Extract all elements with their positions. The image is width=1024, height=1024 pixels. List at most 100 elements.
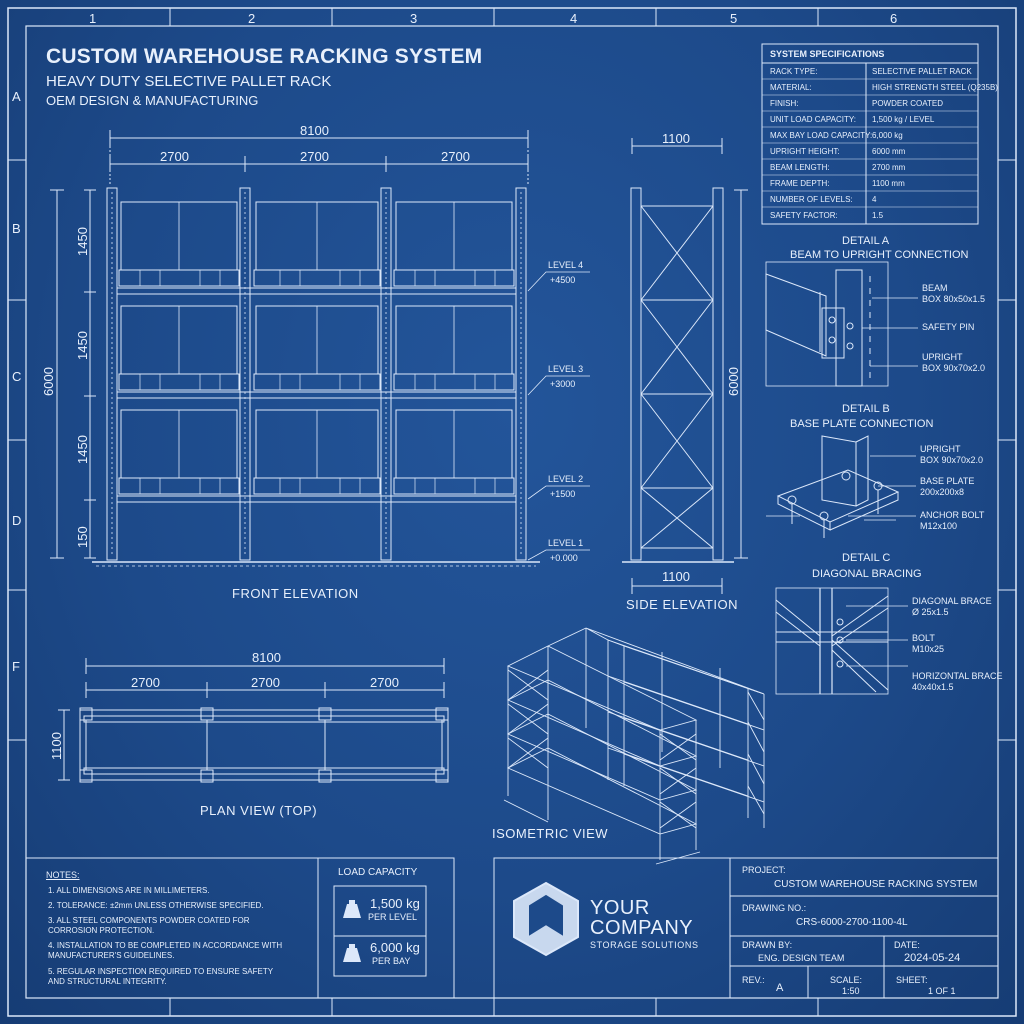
level-3-label: LEVEL 3 <box>548 364 584 374</box>
side-depth-top: 1100 <box>662 131 690 146</box>
plan-bay-dim-3: 2700 <box>370 675 399 690</box>
front-spacing-dim-3: 1450 <box>75 435 90 464</box>
bottom-panels <box>25 857 999 999</box>
spec-key: MAX BAY LOAD CAPACITY: <box>770 131 873 140</box>
spec-value: 1.5 <box>872 211 884 220</box>
plan-view-label: PLAN VIEW (TOP) <box>200 803 318 818</box>
front-elevation-label: FRONT ELEVATION <box>232 586 359 601</box>
rev-label: REV.: <box>742 975 765 985</box>
grid-row-b: B <box>12 221 21 236</box>
side-elevation-drawing <box>622 138 748 594</box>
side-height-dim: 6000 <box>726 367 741 396</box>
logo-line-1: YOUR <box>590 897 650 919</box>
note-2: 2. TOLERANCE: ±2mm UNLESS OTHERWISE SPEC… <box>48 901 264 910</box>
detail-c-horizontal-spec: 40x40x1.5 <box>912 682 954 692</box>
isometric-view-label: ISOMETRIC VIEW <box>492 826 609 841</box>
grid-col-2: 2 <box>248 11 256 26</box>
sheet-value: 1 OF 1 <box>928 986 956 996</box>
level-4-elev: +4500 <box>550 275 576 285</box>
detail-b-drawing <box>766 435 916 538</box>
sheet-label: SHEET: <box>896 975 928 985</box>
detail-b-title: DETAIL B <box>842 403 890 415</box>
detail-a-beam: BEAM <box>922 283 948 293</box>
detail-c-horizontal: HORIZONTAL BRACE <box>912 671 1003 681</box>
detail-c-bolt: BOLT <box>912 633 935 643</box>
spec-value: HIGH STRENGTH STEEL (Q235B) <box>872 83 998 92</box>
spec-key: UPRIGHT HEIGHT: <box>770 147 840 156</box>
rev-value: A <box>776 982 784 994</box>
level-1-label: LEVEL 1 <box>548 538 584 548</box>
detail-b-upright-spec: BOX 90x70x2.0 <box>920 455 984 465</box>
grid-col-1: 1 <box>89 11 97 26</box>
drawing-number-label: DRAWING NO.: <box>742 903 807 913</box>
load-per-bay-value: 6,000 kg <box>370 940 420 955</box>
spec-value: POWDER COATED <box>872 99 943 108</box>
level-2-label: LEVEL 2 <box>548 474 584 484</box>
detail-b-subtitle: BASE PLATE CONNECTION <box>790 418 934 430</box>
load-per-level-unit: PER LEVEL <box>368 912 418 922</box>
load-per-level-value: 1,500 kg <box>370 896 420 911</box>
logo-line-3: STORAGE SOLUTIONS <box>590 940 699 950</box>
spec-key: FINISH: <box>770 99 799 108</box>
spec-value: 6000 mm <box>872 147 906 156</box>
drawn-by-value: ENG. DESIGN TEAM <box>758 953 845 963</box>
grid-col-3: 3 <box>410 11 418 26</box>
detail-c-diagonal: DIAGONAL BRACE <box>912 596 992 606</box>
plan-bay-dim-1: 2700 <box>131 675 160 690</box>
spec-key: RACK TYPE: <box>770 67 818 76</box>
grid-row-f: F <box>12 659 20 674</box>
detail-a-drawing <box>765 261 918 387</box>
front-bay-dim-3: 2700 <box>441 149 470 164</box>
grid-row-c: C <box>12 369 22 384</box>
level-2-elev: +1500 <box>550 489 576 499</box>
spec-key: MATERIAL: <box>770 83 812 92</box>
load-per-bay-unit: PER BAY <box>372 956 411 966</box>
date-value: 2024-05-24 <box>904 952 961 964</box>
scale-value: 1:50 <box>842 986 860 996</box>
spec-value: 2700 mm <box>872 163 906 172</box>
note-1: 1. ALL DIMENSIONS ARE IN MILLIMETERS. <box>48 886 210 895</box>
front-bay-dim-1: 2700 <box>160 149 189 164</box>
drawn-by-label: DRAWN BY: <box>742 940 793 950</box>
drawing-title: CUSTOM WAREHOUSE RACKING SYSTEM <box>46 45 483 68</box>
detail-b-base-plate: BASE PLATE <box>920 476 975 486</box>
front-spacing-dim-4: 150 <box>75 526 90 548</box>
grid-col-6: 6 <box>890 11 898 26</box>
spec-value: 4 <box>872 195 877 204</box>
note-4: 4. INSTALLATION TO BE COMPLETED IN ACCOR… <box>48 941 283 960</box>
note-5: 5. REGULAR INSPECTION REQUIRED TO ENSURE… <box>48 967 273 986</box>
note-3: 3. ALL STEEL COMPONENTS POWDER COATED FO… <box>48 916 250 935</box>
detail-b-anchor-bolt-spec: M12x100 <box>920 521 958 531</box>
logo-mark <box>513 881 579 957</box>
level-4-label: LEVEL 4 <box>548 260 584 270</box>
project-value: CUSTOM WAREHOUSE RACKING SYSTEM <box>774 879 978 890</box>
spec-key: BEAM LENGTH: <box>770 163 830 172</box>
spec-key: NUMBER OF LEVELS: <box>770 195 853 204</box>
project-label: PROJECT: <box>742 865 786 875</box>
front-height-dim: 6000 <box>41 367 56 396</box>
spec-key: UNIT LOAD CAPACITY: <box>770 115 856 124</box>
detail-b-upright: UPRIGHT <box>920 444 961 454</box>
drawing-subtitle: HEAVY DUTY SELECTIVE PALLET RACK <box>46 73 332 90</box>
detail-c-subtitle: DIAGONAL BRACING <box>812 568 922 580</box>
spec-value: 1,500 kg / LEVEL <box>872 115 935 124</box>
front-total-dim: 8100 <box>300 123 329 138</box>
detail-a-upright: UPRIGHT <box>922 352 963 362</box>
isometric-drawing <box>503 627 765 865</box>
spec-key: SAFETY FACTOR: <box>770 211 838 220</box>
plan-view-drawing <box>58 658 449 783</box>
spec-table-title: SYSTEM SPECIFICATIONS <box>770 49 885 59</box>
grid-row-a: A <box>12 89 21 104</box>
side-depth-bottom: 1100 <box>662 569 690 584</box>
grid-col-4: 4 <box>570 11 578 26</box>
detail-c-title: DETAIL C <box>842 552 891 564</box>
detail-b-anchor-bolt: ANCHOR BOLT <box>920 510 985 520</box>
front-spacing-dim-1: 1450 <box>75 227 90 256</box>
detail-c-diagonal-spec: Ø 25x1.5 <box>912 607 949 617</box>
detail-c-bolt-spec: M10x25 <box>912 644 945 654</box>
detail-a-subtitle: BEAM TO UPRIGHT CONNECTION <box>790 249 969 261</box>
load-capacity-title: LOAD CAPACITY <box>338 867 418 878</box>
grid-row-d: D <box>12 513 22 528</box>
